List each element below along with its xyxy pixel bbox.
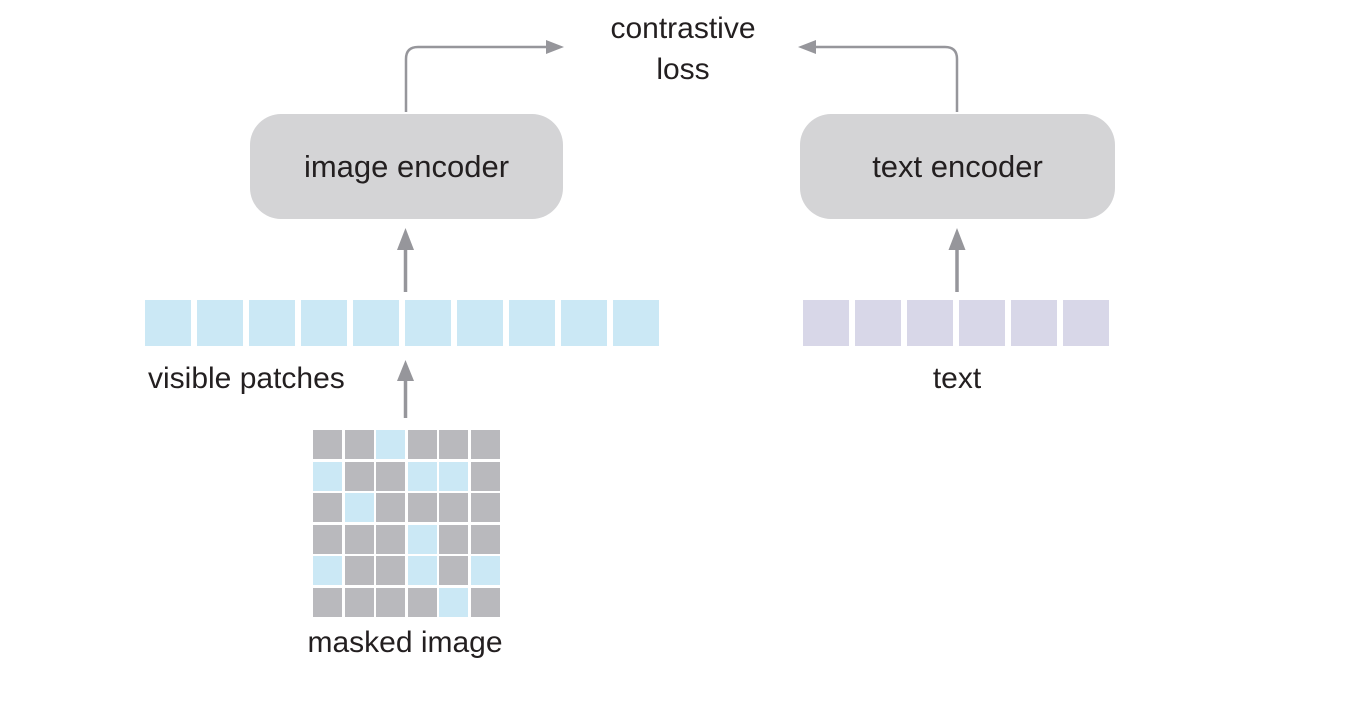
- masked-cell: [407, 493, 437, 522]
- contrastive-loss-label: contrastive loss: [610, 12, 756, 86]
- visible-cell: [407, 461, 437, 491]
- visible-cell: [376, 430, 405, 459]
- patches-to-image-encoder-arrow: [397, 228, 414, 292]
- masked-cell: [344, 461, 374, 491]
- masked-cell: [344, 430, 374, 459]
- visible-cell: [470, 556, 500, 585]
- masked-cell: [470, 430, 500, 459]
- masked-cell: [439, 493, 468, 522]
- visible-cell: [313, 556, 342, 585]
- visible-cell: [344, 493, 374, 522]
- masked-cell: [313, 430, 342, 459]
- visible-patch: [613, 300, 659, 346]
- visible-patch: [405, 300, 451, 346]
- text-token: [907, 300, 953, 346]
- masked-cell: [313, 587, 342, 617]
- masked-cell: [313, 524, 342, 554]
- text-to-text-encoder-arrow: [948, 228, 966, 292]
- masked-cell: [470, 587, 500, 617]
- visible-patch: [509, 300, 555, 346]
- masked-cell: [439, 556, 468, 585]
- text-token: [803, 300, 849, 346]
- visible-patch: [249, 300, 295, 346]
- masked-cell: [376, 524, 405, 554]
- masked-cell: [407, 587, 437, 617]
- text-token: [1011, 300, 1057, 346]
- masked-cell: [376, 587, 405, 617]
- masked-image-grid: [313, 430, 500, 617]
- visible-patch: [561, 300, 607, 346]
- text-token: [1063, 300, 1109, 346]
- masked-image-label: masked image: [307, 626, 503, 659]
- masked-cell: [344, 587, 374, 617]
- masked-cell: [313, 493, 342, 522]
- masked-cell: [439, 430, 468, 459]
- masked-cell: [344, 524, 374, 554]
- text-encoder-to-loss-arrow: [798, 40, 959, 112]
- masked-cell: [376, 493, 405, 522]
- visible-patch: [197, 300, 243, 346]
- image-encoder-box: image encoder: [250, 114, 563, 219]
- visible-cell: [313, 461, 342, 491]
- visible-patches-label: visible patches: [148, 362, 345, 395]
- image-encoder-to-loss-arrow: [404, 40, 564, 112]
- text-token: [855, 300, 901, 346]
- masked-cell: [376, 461, 405, 491]
- visible-cell: [439, 587, 468, 617]
- visible-patch: [457, 300, 503, 346]
- visible-patch: [353, 300, 399, 346]
- visible-patch: [301, 300, 347, 346]
- text-tokens-row: [803, 300, 1109, 346]
- masked-cell: [376, 556, 405, 585]
- text-tokens-label: text: [932, 362, 982, 395]
- visible-patches-row: [145, 300, 659, 346]
- masked-cell: [470, 493, 500, 522]
- text-token: [959, 300, 1005, 346]
- visible-cell: [407, 556, 437, 585]
- masked-image-to-patches-arrow: [397, 360, 414, 418]
- visible-cell: [407, 524, 437, 554]
- visible-cell: [439, 461, 468, 491]
- masked-cell: [344, 556, 374, 585]
- masked-cell: [470, 461, 500, 491]
- image-encoder-label: image encoder: [303, 148, 510, 184]
- masked-cell: [439, 524, 468, 554]
- masked-cell: [407, 430, 437, 459]
- masked-cell: [470, 524, 500, 554]
- text-encoder-label: text encoder: [872, 148, 1043, 184]
- visible-patch: [145, 300, 191, 346]
- text-encoder-box: text encoder: [800, 114, 1115, 219]
